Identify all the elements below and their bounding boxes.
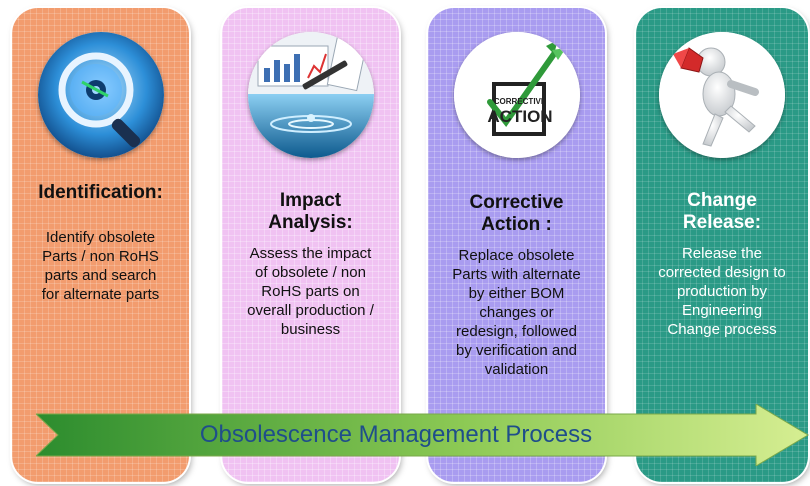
step-description-line: parts and search	[44, 267, 157, 284]
step-description-line: RoHS parts on	[261, 283, 360, 300]
step-title-line: Release:	[682, 212, 762, 233]
process-arrow	[36, 404, 810, 466]
step-title: Impact Analysis:	[226, 190, 395, 234]
step-card-change-release: Change Release: Release the corrected de…	[636, 8, 808, 482]
step-description-line: by verification and	[456, 342, 577, 359]
step-description-line: for alternate parts	[41, 286, 160, 303]
step-title-line: Analysis:	[268, 212, 353, 233]
step-description-line: changes or	[479, 304, 554, 321]
step-description-line: corrected design to	[658, 264, 786, 281]
step-title: Identification:	[16, 182, 185, 204]
step-card-identification: Identification: Identify obsolete Parts …	[12, 8, 189, 482]
step-description-line: Engineering	[681, 302, 763, 319]
process-arrow-label: Obsolescence Management Process	[199, 421, 593, 448]
step-title-line: Change	[687, 190, 757, 211]
step-description: Replace obsolete Parts with alternate by…	[432, 246, 601, 379]
step-description-line: overall production /	[247, 302, 374, 319]
step-description-line: Parts with alternate	[452, 266, 581, 283]
icon-caption-line: ACTION	[487, 107, 552, 126]
dart-checkbox-icon: CORRECTIVE ACTION	[453, 32, 580, 158]
charts-water-drop-icon	[247, 32, 374, 158]
step-description-line: by either BOM	[468, 285, 565, 302]
step-card-impact-analysis: Impact Analysis: Assess the impact of ob…	[222, 8, 399, 482]
step-title-line: Action :	[481, 214, 552, 235]
icon-caption-line: CORRECTIVE	[493, 97, 546, 106]
magnifier-disk-icon	[37, 32, 164, 158]
step-description-line: validation	[484, 361, 549, 378]
step-title: Corrective Action :	[432, 192, 601, 236]
step-title-line: Impact	[279, 190, 342, 211]
step-description-line: Parts / non RoHS	[42, 248, 159, 265]
step-description-line: Replace obsolete	[458, 247, 575, 264]
step-description-line: production by	[676, 283, 768, 300]
megaphone-figure-icon	[659, 32, 785, 158]
step-description-line: Identify obsolete	[45, 229, 156, 246]
step-title-line: Identification:	[38, 182, 163, 203]
step-description: Release the corrected design to producti…	[640, 244, 804, 339]
step-description: Identify obsolete Parts / non RoHS parts…	[16, 228, 185, 304]
step-description-line: Release the	[681, 245, 763, 262]
step-description: Assess the impact of obsolete / non RoHS…	[226, 244, 395, 339]
step-title-line: Corrective	[469, 192, 564, 213]
step-description-line: of obsolete / non	[255, 264, 366, 281]
step-card-corrective-action: CORRECTIVE ACTION Corrective Action : Re…	[428, 8, 605, 482]
step-description-line: redesign, followed	[456, 323, 577, 340]
step-description-line: Change process	[667, 321, 777, 338]
step-description-line: Assess the impact	[249, 245, 372, 262]
step-description-line: business	[280, 321, 341, 338]
step-title: Change Release:	[640, 190, 804, 234]
